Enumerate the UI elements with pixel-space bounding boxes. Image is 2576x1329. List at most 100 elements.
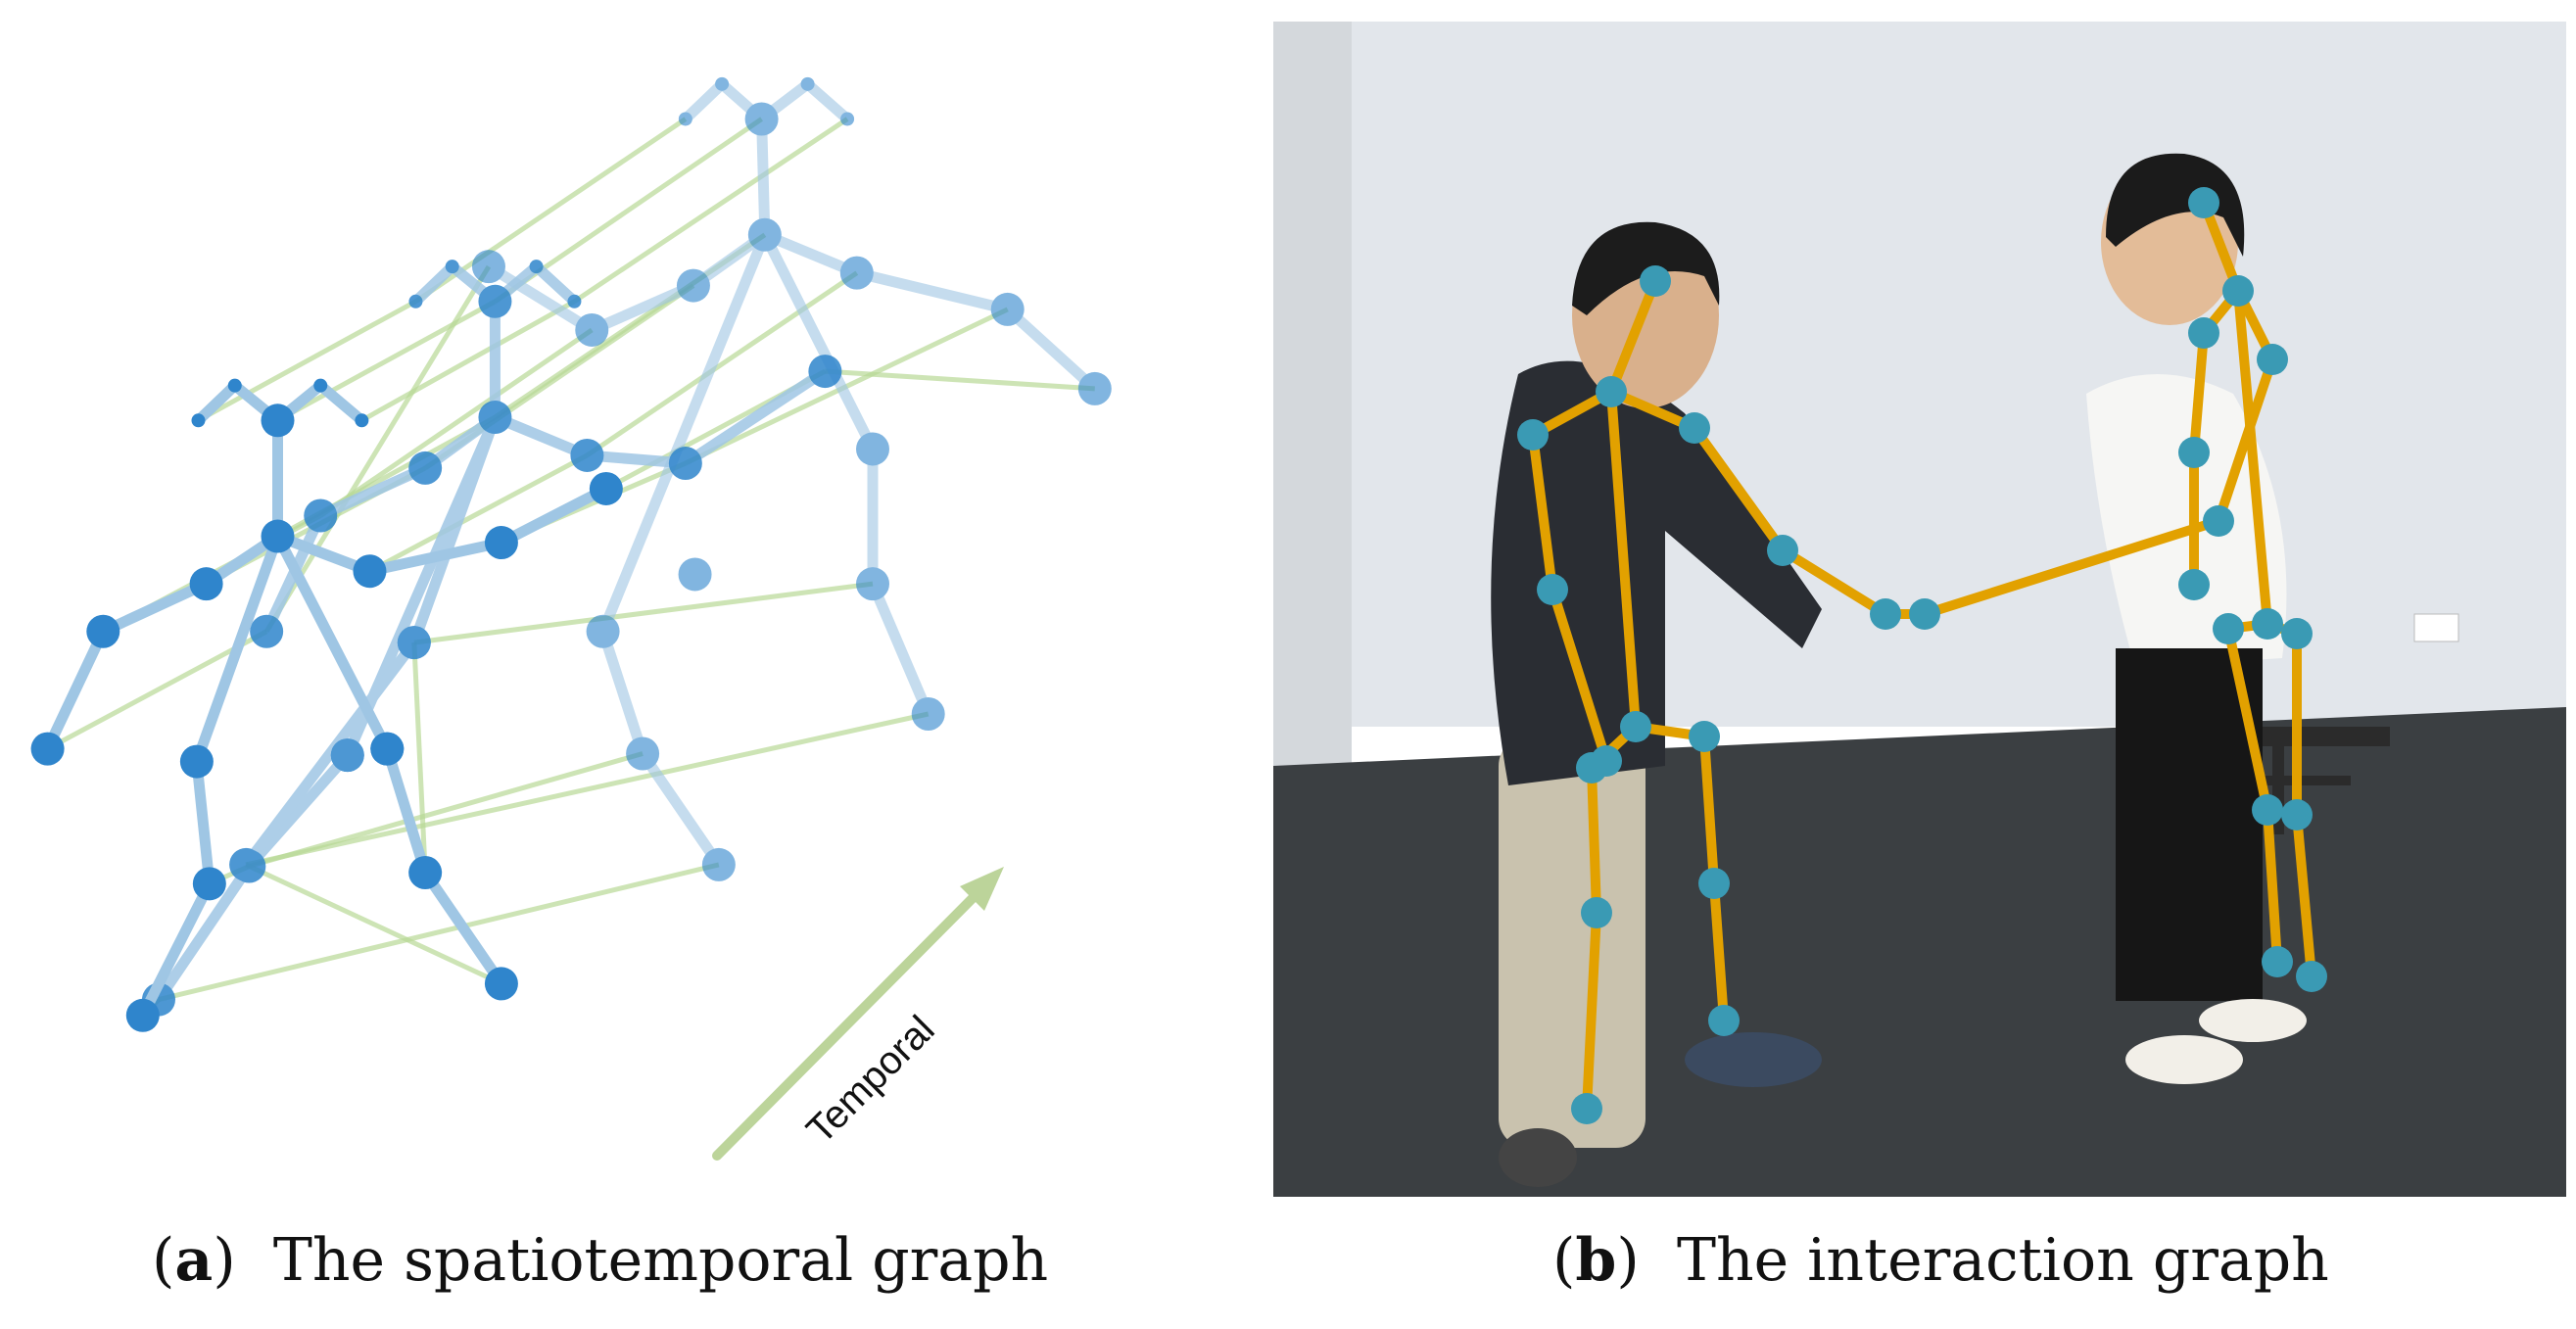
joint-node [397,626,431,660]
temporal-edge [46,629,268,751]
spatial-edge [314,462,431,521]
interaction-joint [1640,265,1671,297]
spatial-edge [137,878,215,1021]
joint-node [250,614,284,648]
joint-node [529,260,544,274]
joint-node [229,847,263,881]
interaction-joint [1620,711,1651,742]
spatial-edge [409,261,458,308]
spatial-edge [586,280,699,336]
joint-node [676,268,710,303]
caption-b-text: The interaction graph [1676,1226,2329,1295]
interaction-joint [1517,419,1549,451]
interaction-joints [1517,187,2327,1124]
interaction-joint [2188,317,2219,349]
joint-node [370,732,405,766]
joint-node [191,413,206,428]
joint-node [125,998,160,1032]
spatial-edge [42,626,109,755]
joint-node [304,498,338,533]
interaction-bone [1606,387,1641,732]
interaction-bone [1582,908,1601,1114]
joint-node [808,355,842,389]
joint-node [567,294,582,309]
skeleton-frame [30,378,623,1032]
interaction-bone [1587,763,1601,918]
skeleton-frame [471,76,1112,881]
spatial-edge [637,748,725,871]
interaction-joint [1679,412,1710,444]
joint-node [626,736,660,771]
spatial-edge [496,483,612,548]
caption-b: (b) The interaction graph [1552,1226,2329,1295]
interaction-joint [2188,187,2219,218]
temporal-edge [573,117,849,304]
joint-node [1077,371,1112,405]
caption-a-text: The spatiotemporal graph [272,1226,1049,1295]
joint-node [701,847,736,881]
joint-node [261,403,295,438]
caption-a-tag: a [174,1226,214,1295]
temporal-edge [585,270,859,458]
joint-node [179,744,214,779]
interaction-joint [1708,1005,1740,1036]
spatial-edge [97,578,213,638]
spatiotemporal-graph: Temporal [30,76,1112,1161]
person-left [1491,221,1822,1187]
wall-socket [2413,613,2459,642]
joint-node [840,112,855,126]
interaction-joint [2178,437,2210,468]
interaction-joint [1581,897,1612,928]
temporal-edge [318,327,594,518]
interaction-bone [2292,810,2316,981]
joint-node [408,856,443,889]
joint-node [471,250,505,284]
interaction-joint [1571,1093,1602,1124]
spatial-edge [191,531,283,768]
joint-node [355,413,369,428]
joint-node [678,112,692,126]
spatial-edge [851,267,1014,315]
interaction-joint [1698,868,1730,899]
person-right [2086,153,2307,1084]
interaction-joint [1596,376,1627,407]
interaction-joint [1909,598,1940,630]
interaction-joint [1767,535,1798,566]
joint-node [678,557,712,592]
interaction-joint [2257,344,2288,375]
temporal-edge [413,581,874,645]
joint-node [856,567,889,601]
spatial-edge [153,861,255,1006]
spatial-edge [408,411,501,648]
joint-node [478,401,512,435]
interaction-bone [1778,546,1890,619]
joint-node [856,432,889,466]
interaction-bone [2199,198,2243,296]
interaction-joint [2203,505,2234,537]
temporal-edge [197,299,417,423]
spatial-edge [272,531,393,755]
joint-node [189,567,223,601]
spatial-edge [597,229,771,638]
caption-a: (a) The spatiotemporal graph [152,1226,1049,1295]
spatial-edge [759,229,879,454]
temporal-edge [411,641,428,874]
wall-shade [1273,22,1352,766]
spatial-edge [193,380,241,426]
joint-node [747,217,782,252]
joint-node [408,294,423,309]
joint-node [192,867,226,901]
interaction-bone [1606,276,1660,397]
spatial-edge [419,867,507,989]
spatial-edge [483,261,597,336]
spatial-edge [363,537,507,577]
interaction-bone [1920,516,2223,619]
interaction-joint [2281,799,2313,831]
interaction-bone [1699,732,1719,888]
skeleton-frame [142,260,842,1017]
joint-node [408,451,443,485]
spatial-edge [191,756,215,889]
spatial-edge [756,114,771,241]
joint-node [478,284,512,318]
joint-node [744,102,779,136]
